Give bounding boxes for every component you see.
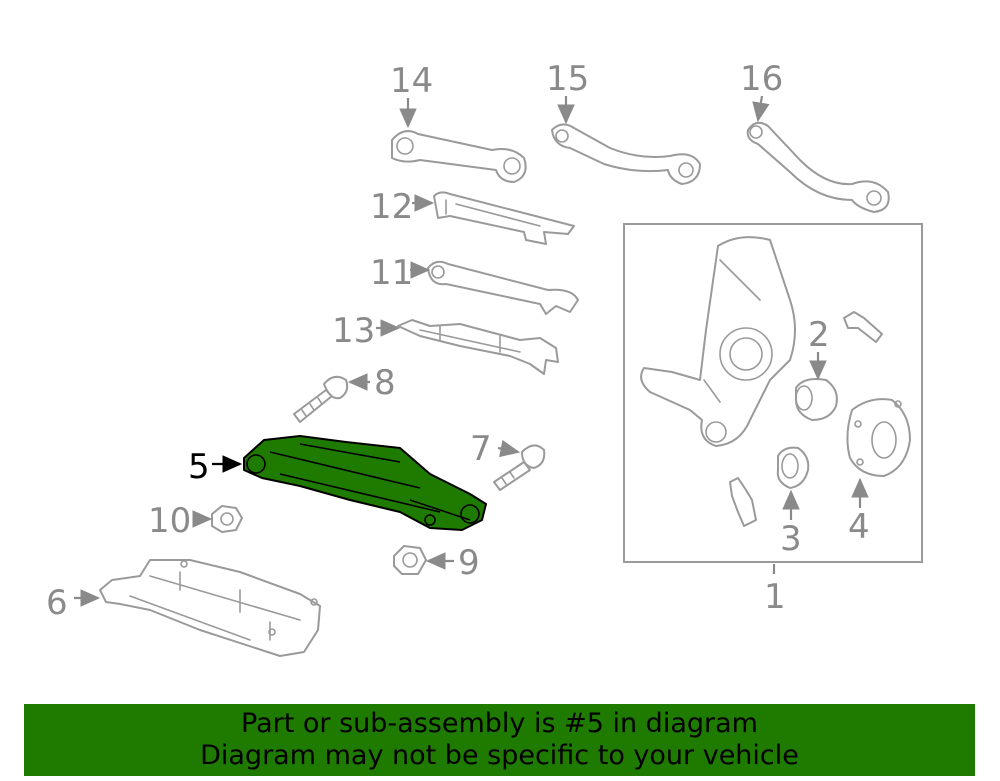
part-7-bolt[interactable] bbox=[493, 444, 546, 491]
callout-4: 4 bbox=[848, 507, 870, 547]
part-16-control-arm[interactable] bbox=[746, 121, 890, 213]
callout-16: 16 bbox=[740, 59, 783, 99]
callout-5: 5 bbox=[188, 447, 210, 487]
banner-line-1: Part or sub-assembly is #5 in diagram bbox=[241, 708, 758, 739]
leader-arrows bbox=[74, 95, 869, 607]
banner-line-2: Diagram may not be specific to your vehi… bbox=[200, 740, 799, 771]
callout-15: 15 bbox=[546, 59, 589, 99]
part-2-bushing[interactable] bbox=[795, 378, 838, 421]
part-1-assembly-frame bbox=[623, 223, 923, 563]
callout-2: 2 bbox=[808, 315, 830, 355]
part-12-bracket[interactable] bbox=[433, 191, 575, 245]
part-4-wheel-hub[interactable] bbox=[846, 398, 911, 477]
callout-labels: 1 2 3 4 5 6 7 8 9 10 11 12 13 14 15 16 bbox=[46, 59, 870, 623]
callout-1: 1 bbox=[764, 577, 786, 617]
part-5-lower-control-arm[interactable] bbox=[243, 435, 487, 531]
part-3-bushing[interactable] bbox=[776, 446, 810, 489]
part-15-control-arm[interactable] bbox=[551, 123, 701, 185]
part-13-shield[interactable] bbox=[397, 319, 559, 375]
callout-9: 9 bbox=[458, 543, 480, 583]
part-14-control-arm[interactable] bbox=[391, 130, 527, 183]
part-1-knuckle[interactable] bbox=[640, 236, 796, 447]
part-6-crossmember[interactable] bbox=[99, 559, 321, 657]
callout-13: 13 bbox=[332, 311, 375, 351]
part-11-link[interactable] bbox=[427, 260, 579, 315]
part-10-nut[interactable] bbox=[211, 505, 243, 533]
part-1-bolt[interactable] bbox=[843, 311, 883, 343]
callout-7: 7 bbox=[470, 429, 492, 469]
info-banner: Part or sub-assembly is #5 in diagram Di… bbox=[24, 704, 975, 776]
callout-8: 8 bbox=[374, 363, 396, 403]
parts-diagram: 1 2 3 4 5 6 7 8 9 10 11 12 13 14 15 16 bbox=[46, 59, 923, 657]
part-9-nut[interactable] bbox=[393, 545, 427, 575]
callout-12: 12 bbox=[370, 187, 413, 227]
part-1-sensor[interactable] bbox=[729, 477, 757, 527]
callout-3: 3 bbox=[780, 519, 802, 559]
callout-14: 14 bbox=[390, 61, 433, 101]
part-8-bolt[interactable] bbox=[293, 375, 349, 423]
callout-6: 6 bbox=[46, 583, 68, 623]
callout-11: 11 bbox=[370, 253, 413, 293]
callout-10: 10 bbox=[148, 501, 191, 541]
